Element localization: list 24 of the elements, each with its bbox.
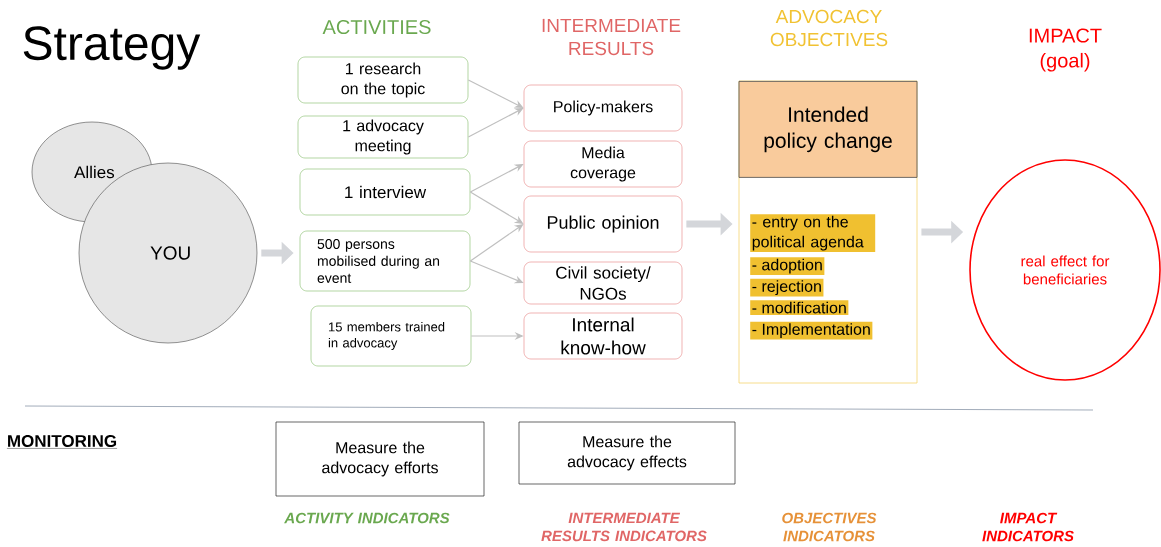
activity-box: 500 persons mobilised during an event <box>299 230 471 292</box>
measure-box: Measure the advocacy effects <box>518 421 736 485</box>
activity-box: 1 research on the topic <box>297 56 469 104</box>
result-box: Policy-makers <box>523 84 683 132</box>
activity-box: 1 interview <box>299 168 471 216</box>
result-box: Media coverage <box>523 140 683 188</box>
activity-box: 1 advocacy meeting <box>297 115 469 159</box>
measure-box: Measure the advocacy efforts <box>275 421 485 497</box>
column-heading: IMPACT (goal) <box>1029 28 1102 72</box>
result-box: Internal know-how <box>523 312 683 360</box>
activity-box: 15 members trained in advocacy <box>310 305 472 367</box>
indicator-label: ACTIVITY INDICATORS <box>284 512 450 524</box>
column-heading: ADVOCACY OBJECTIVES <box>770 9 888 47</box>
section-label: MONITORING <box>6 435 118 449</box>
arrow <box>469 224 524 262</box>
column-heading: INTERMEDIATE RESULTS <box>542 18 681 56</box>
indicator-label: IMPACT INDICATORS <box>982 512 1074 542</box>
objective-box: Intended policy change - entry on the political agenda - adoption - rejection - modification - Implementation <box>738 80 918 384</box>
result-box: Public opinion <box>523 195 683 253</box>
title: Strategy <box>23 26 201 70</box>
column-heading: ACTIVITIES <box>322 19 431 35</box>
indicator-label: INTERMEDIATE RESULTS INDICATORS <box>541 512 707 542</box>
result-box: Civil society/ NGOs <box>523 261 683 305</box>
indicator-label: OBJECTIVES INDICATORS <box>782 512 877 542</box>
